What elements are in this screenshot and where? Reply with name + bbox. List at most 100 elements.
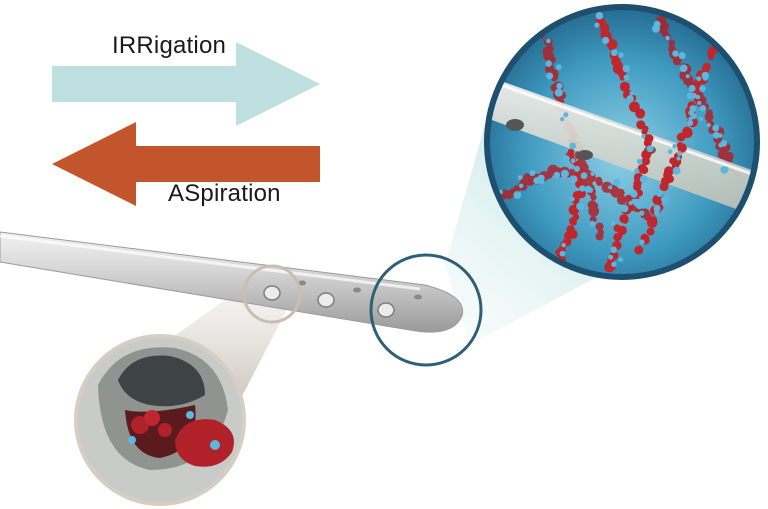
fluid-droplet [610, 220, 616, 226]
fluid-droplet [676, 156, 681, 161]
blood-cell [633, 182, 642, 191]
blood-cell [659, 182, 669, 192]
fluid-droplet [672, 50, 679, 57]
blood-cell [652, 194, 663, 206]
catheter-tube [0, 231, 464, 333]
fluid-droplet [699, 116, 704, 122]
blood-cell [595, 222, 604, 231]
blood-cell [708, 54, 715, 61]
blood-cell [629, 101, 640, 113]
fluid-droplet [569, 142, 577, 150]
fluid-droplet [636, 158, 643, 165]
fluid-droplet [630, 190, 638, 198]
fluid-droplet [717, 133, 723, 138]
fluid-droplet [576, 202, 585, 211]
fluid-droplet [562, 155, 570, 163]
fluid-droplet [680, 64, 688, 72]
fluid-droplet [688, 116, 693, 121]
blood-cell [641, 157, 651, 166]
fluid-droplet [634, 168, 640, 174]
fluid-droplet [561, 242, 566, 248]
fluid-droplet [626, 95, 634, 103]
side-hole [353, 287, 361, 293]
fluid-droplet [641, 133, 646, 139]
blood-cell [577, 189, 586, 199]
blood-cell [595, 176, 603, 184]
fluid-droplet [686, 92, 694, 100]
blood-cell [595, 232, 604, 241]
fluid-droplet [554, 88, 563, 97]
fluid-droplet [563, 112, 569, 118]
blood-cell [608, 44, 616, 51]
fluid-droplet [665, 35, 670, 41]
fluid-droplet [570, 175, 578, 183]
fluid-droplet [611, 261, 617, 267]
aspiration-label: ASpiration [168, 180, 281, 207]
fluid-droplet [620, 204, 629, 213]
blood-cell [634, 245, 644, 255]
fluid-droplet [580, 172, 588, 180]
fluid-droplet [646, 145, 654, 153]
fluid-droplet [639, 239, 645, 245]
blood-cell [621, 84, 630, 93]
fluid-droplet [612, 178, 621, 187]
blood-cell [704, 112, 714, 122]
blood-cell [537, 21, 545, 28]
blood-cell [613, 224, 621, 232]
fluid-droplet [685, 74, 690, 79]
fluid-droplet [653, 204, 661, 212]
side-hole [414, 294, 422, 300]
fluid-droplet [712, 124, 720, 132]
blood-cell [635, 109, 645, 119]
fluid-droplet [712, 131, 720, 139]
fluid-droplet [695, 94, 701, 100]
fluid-droplet [669, 186, 674, 191]
fluid-droplet [537, 174, 545, 182]
blood-cell [572, 213, 580, 221]
blood-cell [588, 205, 600, 217]
fluid-droplet [652, 24, 660, 33]
fluid-droplet [608, 254, 614, 260]
fluid-droplet [677, 151, 683, 157]
blood-cell [567, 148, 575, 156]
fluid-droplet [517, 175, 523, 181]
fluid-droplet [560, 117, 565, 122]
fluid-droplet [635, 201, 644, 210]
blood-cell [640, 165, 649, 175]
fluid-droplet [560, 169, 569, 178]
fluid-droplet [723, 166, 729, 172]
fluid-droplet [590, 171, 596, 177]
fluid-droplet [655, 189, 664, 197]
blood-cell [646, 227, 655, 236]
fluid-droplet [569, 164, 575, 170]
blood-cell [676, 132, 686, 142]
aspiration-arrow [52, 122, 320, 206]
fluid-droplet [667, 149, 673, 154]
fluid-droplet [696, 76, 702, 82]
fluid-droplet [639, 175, 648, 184]
fluid-droplet [587, 187, 593, 193]
side-hole [298, 280, 306, 286]
fluid-droplet [579, 185, 586, 192]
fluid-droplet [697, 100, 702, 106]
fluid-droplet [556, 82, 563, 90]
fluid-droplet [678, 52, 686, 60]
side-hole [263, 285, 281, 301]
fluid-droplet [573, 165, 581, 172]
fluid-droplet [610, 49, 618, 57]
fluid-droplet [570, 158, 576, 164]
fluid-droplet [594, 22, 600, 28]
fluid-droplet [553, 171, 561, 179]
fluid-droplet [687, 119, 694, 126]
blood-cell [621, 217, 629, 224]
fluid-droplet [559, 250, 566, 257]
blood-cell [590, 194, 597, 201]
fluid-droplet [706, 122, 711, 128]
fluid-droplet [546, 72, 554, 80]
fluid-droplet [672, 166, 681, 175]
fluid-droplet [529, 170, 536, 176]
fluid-droplet [629, 91, 634, 96]
side-hole [317, 292, 335, 308]
blood-cell [641, 149, 652, 160]
fluid-droplet [545, 60, 552, 67]
